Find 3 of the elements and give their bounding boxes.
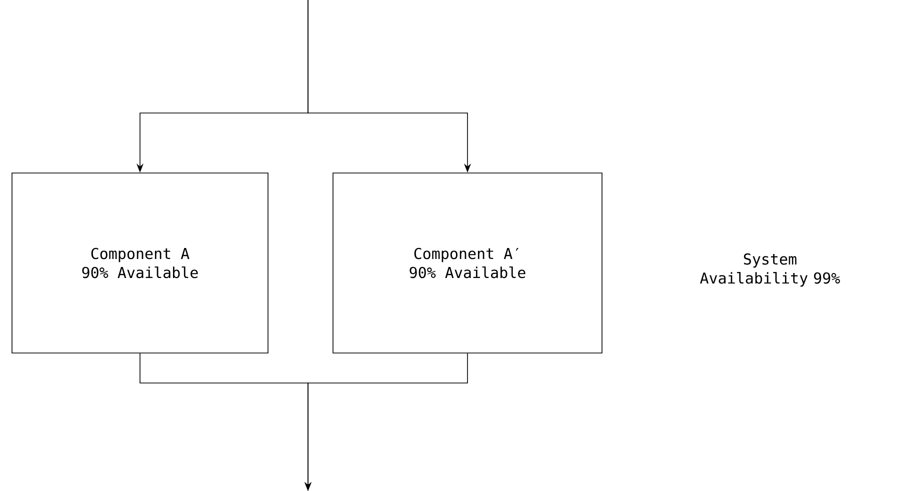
- component-box: Component A′ 90% Available: [332, 172, 602, 354]
- component-box: Component A 90% Available: [12, 172, 268, 354]
- note-text: System Availability 99%: [700, 253, 840, 287]
